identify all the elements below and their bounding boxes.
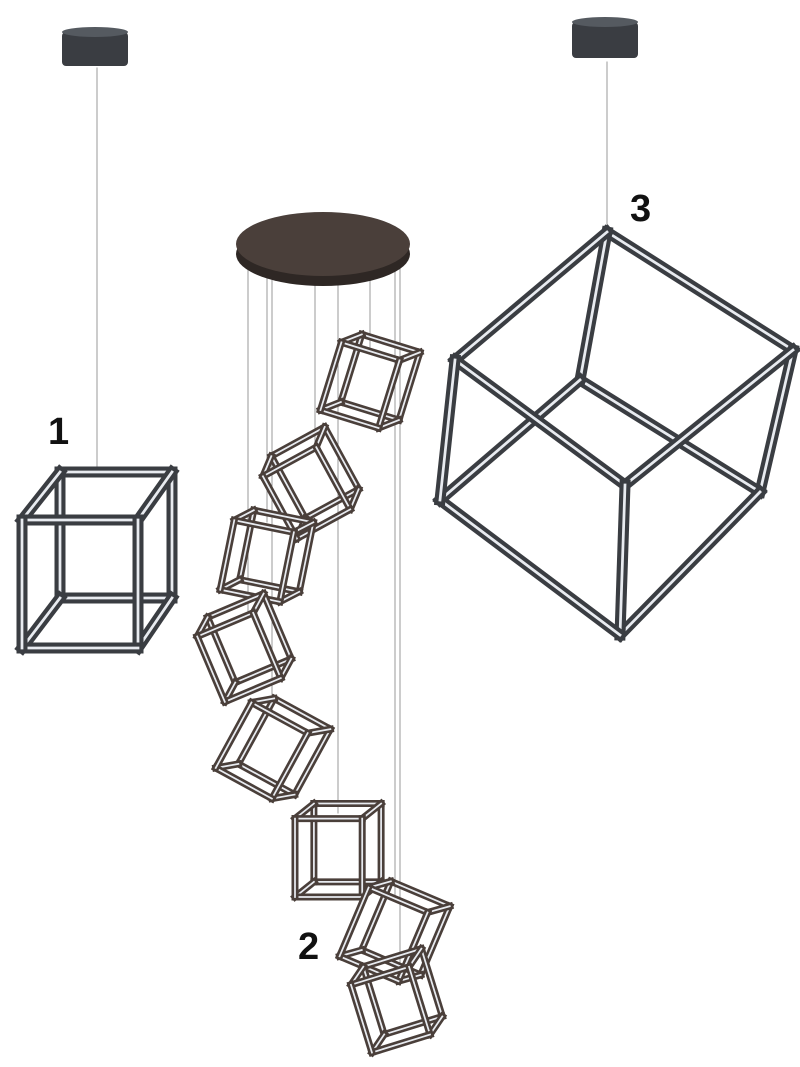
cube-led-strip [219, 519, 236, 591]
cube-led-strip [438, 378, 582, 502]
cube-led-strip [233, 519, 295, 534]
pendant-lamp-1 [14, 27, 180, 656]
cube-led-strip [20, 470, 62, 522]
cube-pendant [290, 798, 387, 902]
cube-led-strip [349, 983, 374, 1054]
cube-led-strip [20, 596, 62, 650]
ceiling-canopy [62, 32, 128, 66]
cube-led-strip [367, 886, 429, 914]
cube-pendant [192, 588, 296, 707]
cube-led-strip [223, 676, 282, 703]
cube-led-strip [438, 358, 457, 502]
cube-led-strip [238, 578, 301, 593]
cube-led-strip [237, 762, 296, 796]
cube-led-strip [304, 488, 360, 520]
cube-led-strip [270, 731, 309, 800]
cube-led-strip [618, 483, 627, 637]
cube-led-strip [234, 657, 293, 684]
cube-led-strip [298, 521, 315, 593]
cube-pendant [215, 505, 319, 607]
cube-led-strip [397, 351, 421, 422]
cube-led-strip [261, 446, 318, 478]
pendant-lamp-3 [432, 17, 800, 643]
cube-led-strip [293, 727, 332, 796]
cube-led-strip [262, 592, 293, 661]
cube-led-strip [319, 341, 343, 412]
cube-led-strip [206, 592, 265, 619]
cube-led-strip [214, 701, 253, 770]
cube-led-strip [295, 508, 352, 540]
cube-led-strip [578, 378, 762, 494]
cube-led-strip [370, 1033, 432, 1054]
cube-led-strip [272, 697, 332, 731]
cube-led-strip [758, 348, 795, 494]
cube-led-strip [340, 341, 401, 362]
cube-pendant [210, 693, 336, 804]
cube-led-strip [196, 635, 226, 703]
cube-led-strip [407, 965, 432, 1036]
lamp-2-label: 2 [298, 926, 320, 968]
cube-led-strip [438, 498, 622, 637]
cube-led-strip [338, 955, 400, 983]
pendant-lamp-2-cluster [192, 212, 455, 1058]
cube-led-strip [136, 596, 174, 650]
cube-led-strip [605, 230, 795, 352]
cube-led-strip [360, 333, 421, 354]
cube-led-strip [214, 766, 274, 800]
cube-pendant [315, 329, 425, 433]
cube-led-strip [453, 358, 627, 487]
cube-led-strip [323, 425, 360, 491]
cube-led-strip [420, 947, 444, 1018]
ceiling-canopy [572, 22, 638, 58]
cube-led-strip [377, 359, 401, 430]
lamp-1-label: 1 [48, 411, 70, 453]
lamp-3-label: 3 [630, 188, 652, 230]
cube-led-strip [278, 531, 295, 603]
cube-led-strip [270, 425, 326, 458]
cube-led-strip [252, 611, 282, 680]
cube-led-strip [250, 701, 309, 735]
cube-led-strip [389, 880, 451, 908]
canopy-top [62, 27, 128, 37]
cube-led-strip [578, 230, 609, 382]
cube-led-strip [196, 611, 255, 638]
cube-led-strip [338, 886, 370, 958]
cube-led-strip [362, 947, 423, 968]
cube-led-strip [349, 965, 411, 986]
cube-led-strip [315, 446, 352, 511]
cube-led-strip [339, 400, 401, 422]
cube-led-strip [261, 475, 299, 540]
ceiling-disc [236, 212, 410, 276]
canopy-top [572, 17, 638, 27]
cube-led-strip [319, 408, 380, 430]
cube-led-strip [383, 1015, 444, 1036]
cube-pendant [258, 422, 364, 544]
cube-pendant [346, 943, 448, 1058]
cube-led-strip [252, 509, 315, 524]
cube-led-strip [136, 470, 174, 522]
cube-led-strip [453, 230, 609, 362]
cube-led-strip [623, 348, 795, 487]
cube-led-strip [618, 490, 762, 637]
